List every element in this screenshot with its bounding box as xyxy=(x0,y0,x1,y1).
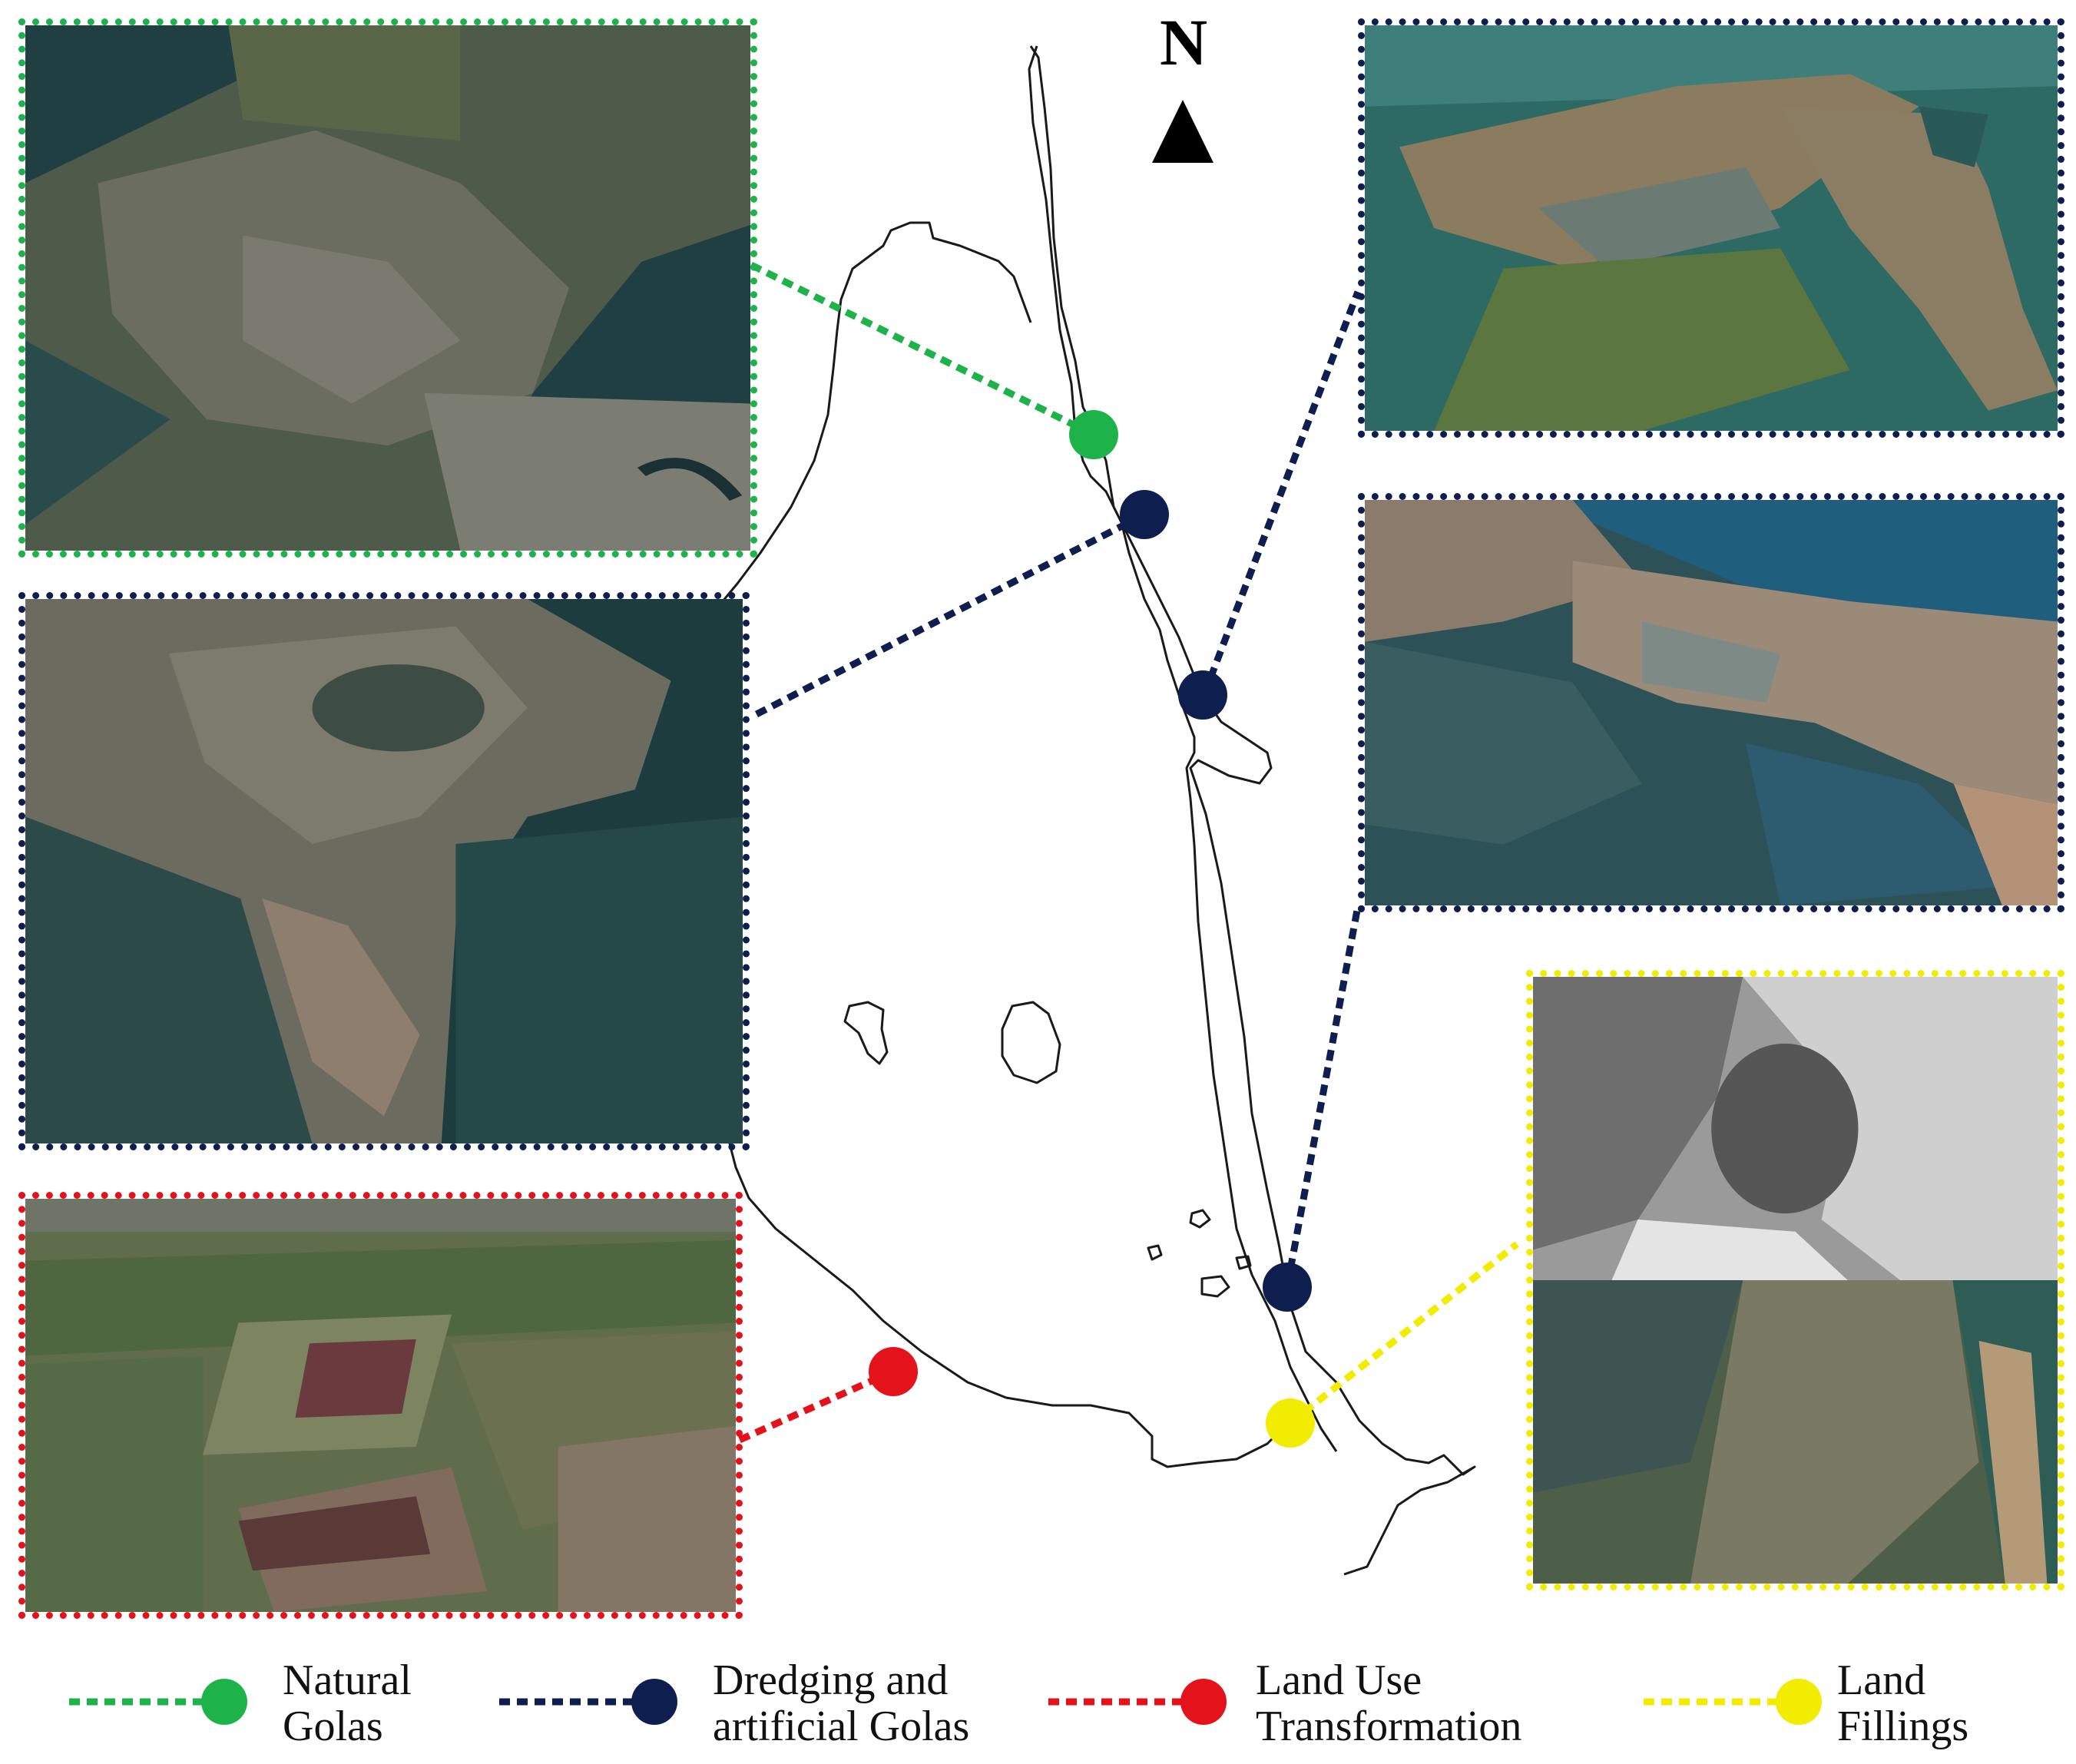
north-arrow-icon xyxy=(1152,100,1213,163)
legend-label-land-fillings: Land Fillings xyxy=(1837,1656,1969,1750)
legend-symbol-land-fillings xyxy=(1644,1679,1822,1725)
island-2 xyxy=(1001,1001,1061,1084)
legend-item-natural-golas: Natural Golas xyxy=(69,1651,453,1751)
marker-natural-golas xyxy=(1069,410,1118,459)
connector-dredging-east xyxy=(1283,905,1362,1287)
dredging-photo-northeast xyxy=(1358,18,2064,438)
island-1 xyxy=(843,1001,889,1065)
marker-dredging-1 xyxy=(1120,490,1169,539)
marker-land-fillings xyxy=(1266,1398,1315,1448)
marker-dredging-3 xyxy=(1263,1263,1312,1312)
legend-label-land-use: Land Use Transformation xyxy=(1256,1656,1522,1750)
legend-symbol-dredging xyxy=(499,1679,677,1725)
legend-item-dredging: Dredging and artificial Golas xyxy=(499,1651,1037,1751)
north-label: N xyxy=(1160,5,1208,79)
legend-item-land-fillings: Land Fillings xyxy=(1644,1651,2043,1751)
island-3 xyxy=(1189,1209,1211,1229)
legend-item-land-use: Land Use Transformation xyxy=(1048,1651,1601,1751)
island-5 xyxy=(1200,1275,1230,1298)
connector-dredging-northeast xyxy=(1200,290,1362,696)
connector-dredging-west xyxy=(754,511,1147,718)
legend-symbol-natural-golas xyxy=(69,1679,247,1725)
land-fillings-photo xyxy=(1526,970,2064,1590)
land-use-photo xyxy=(18,1192,743,1619)
connector-land-fillings xyxy=(1288,1241,1519,1426)
natural-golas-photo xyxy=(18,18,757,558)
island-4 xyxy=(1147,1244,1163,1261)
connector-land-use xyxy=(738,1368,894,1444)
connector-natural xyxy=(750,261,1094,438)
legend-label-dredging: Dredging and artificial Golas xyxy=(713,1656,970,1750)
dredging-photo-west xyxy=(18,592,750,1150)
marker-dredging-2 xyxy=(1178,670,1227,720)
legend-symbol-land-use xyxy=(1048,1679,1227,1725)
dredging-photo-east xyxy=(1358,493,2064,912)
legend-label-natural-golas: Natural Golas xyxy=(283,1656,412,1750)
marker-land-use xyxy=(869,1347,918,1396)
island-6 xyxy=(1235,1255,1252,1270)
